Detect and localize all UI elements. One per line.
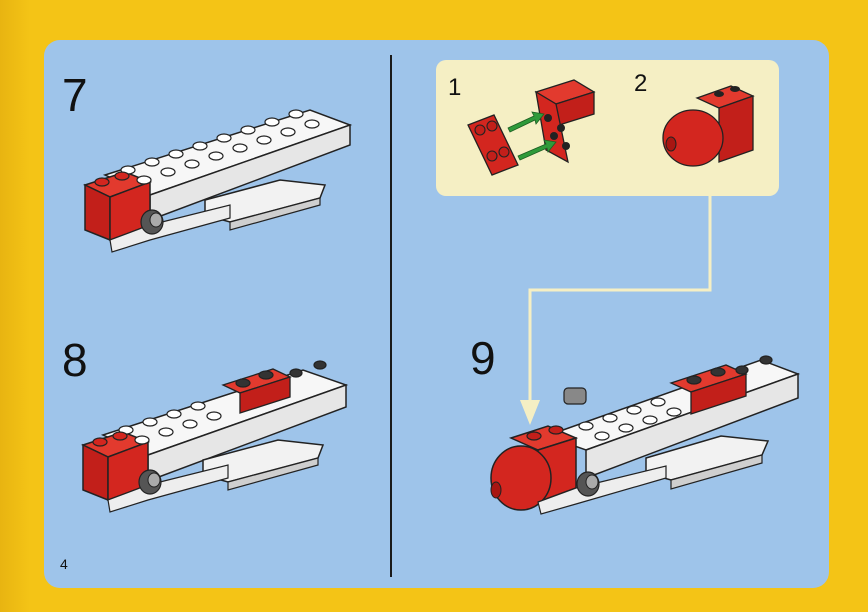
- step-number-8: 8: [62, 334, 88, 386]
- substep-number-1: 1: [448, 74, 462, 101]
- page-number: 4: [60, 556, 68, 572]
- sub-assembly-callout: 1 2: [436, 60, 779, 196]
- substep-1-parts: [467, 79, 596, 176]
- step-8-model: [80, 360, 349, 513]
- substep-number-2: 2: [634, 70, 648, 97]
- page-divider: [390, 55, 392, 577]
- substep-2-nose: [662, 85, 755, 167]
- step-7-model: [82, 109, 353, 253]
- step-number-7: 7: [62, 69, 88, 121]
- connector-arrow: [520, 195, 712, 425]
- step-number-9: 9: [470, 332, 496, 384]
- step-9-model: [490, 355, 801, 515]
